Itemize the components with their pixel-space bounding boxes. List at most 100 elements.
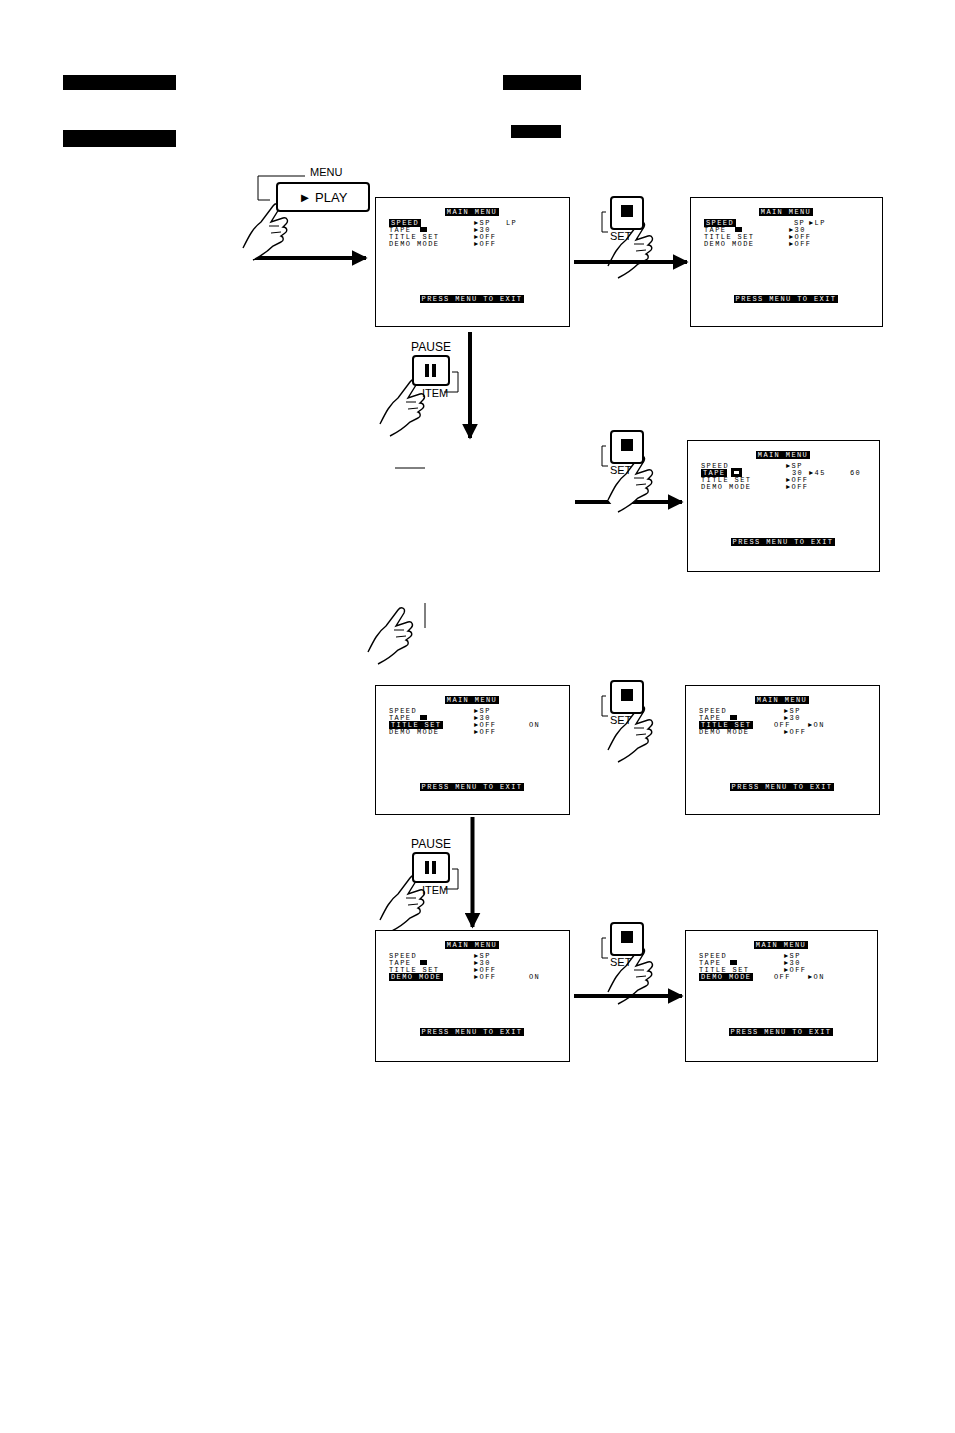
menu-text: 60 xyxy=(850,469,861,477)
menu-text: ►OFF xyxy=(789,240,811,248)
tape-icon xyxy=(733,470,740,475)
menu-text: TITLE SET xyxy=(699,721,753,729)
menu-text: DEMO MODE xyxy=(699,728,749,736)
menu-text: 30 xyxy=(792,469,803,477)
button-label: SET xyxy=(610,464,631,476)
menu-text: ►OFF xyxy=(786,483,808,491)
menu-text: ►30 xyxy=(789,226,806,234)
flow-arrow xyxy=(471,817,475,927)
menu-text: TAPE xyxy=(701,469,727,477)
pause-button: PAUSEITEM xyxy=(412,852,450,883)
menu-text: ►30 xyxy=(784,959,801,967)
set-button: SET xyxy=(610,680,644,714)
menu-text: PRESS MENU TO EXIT xyxy=(734,295,839,303)
menu-text: PRESS MENU TO EXIT xyxy=(731,538,836,546)
menu-text: ►ON xyxy=(808,721,825,729)
menu-text: ►SP xyxy=(474,952,491,960)
tv-screen: MAIN MENUSPEED►SPTAPE►30TITLE SET►OFFDEM… xyxy=(685,930,878,1062)
pause-symbol xyxy=(432,861,436,874)
menu-text: MAIN MENU xyxy=(754,941,808,949)
menu-text: SPEED xyxy=(389,707,417,715)
menu-text: PRESS MENU TO EXIT xyxy=(730,783,835,791)
button-label: SET xyxy=(610,714,631,726)
menu-text: ►OFF xyxy=(474,728,496,736)
pause-symbol xyxy=(425,861,429,874)
flow-arrow xyxy=(255,258,682,502)
flow-arrow xyxy=(574,260,687,264)
button-label: MENU xyxy=(310,166,342,178)
redacted-heading xyxy=(63,75,581,147)
menu-text: MAIN MENU xyxy=(756,451,810,459)
menu-text: TAPE xyxy=(389,959,411,967)
stop-symbol xyxy=(621,205,633,217)
tape-icon xyxy=(420,715,427,720)
menu-text: TITLE SET xyxy=(704,233,754,241)
menu-text: LP xyxy=(506,219,517,227)
tape-icon xyxy=(735,227,742,232)
menu-text: SPEED xyxy=(704,219,736,227)
stop-symbol xyxy=(621,439,633,451)
tv-screen: MAIN MENUSPEED►SPTAPE►30TITLE SET►OFFOND… xyxy=(375,685,570,815)
menu-text: ►OFF xyxy=(786,476,808,484)
stop-symbol xyxy=(621,931,633,943)
menu-text: DEMO MODE xyxy=(389,728,439,736)
button-label: SET xyxy=(610,956,631,968)
tv-screen: MAIN MENUSPEED►SPLPTAPE►30TITLE SET►OFFD… xyxy=(375,197,570,327)
menu-text: SPEED xyxy=(389,219,421,227)
menu-text: OFF xyxy=(774,973,791,981)
button-label: ITEM xyxy=(422,387,448,399)
menu-text: TAPE xyxy=(704,226,726,234)
menu-text: SPEED xyxy=(699,952,727,960)
pause-button: PAUSEITEM xyxy=(412,355,450,386)
menu-text: ►ON xyxy=(808,973,825,981)
menu-text: ►30 xyxy=(784,714,801,722)
menu-text: OFF xyxy=(774,721,791,729)
menu-text: ►OFF xyxy=(474,966,496,974)
menu-text: ►SP xyxy=(786,462,803,470)
menu-text: MAIN MENU xyxy=(445,696,499,704)
pause-symbol xyxy=(432,364,436,377)
menu-text: DEMO MODE xyxy=(704,240,754,248)
button-bracket xyxy=(258,176,608,958)
stop-symbol xyxy=(621,689,633,701)
tv-screen: MAIN MENUSPEED►SPTAPE30►4560TITLE SET►OF… xyxy=(687,440,880,572)
menu-text: ►30 xyxy=(474,714,491,722)
menu-text: ►OFF xyxy=(784,966,806,974)
menu-text: PRESS MENU TO EXIT xyxy=(420,1028,525,1036)
set-button: SET xyxy=(610,430,644,464)
tv-screen: MAIN MENUSPEEDSP►LPTAPE►30TITLE SET►OFFD… xyxy=(690,197,883,327)
button-label: ► PLAY xyxy=(299,190,348,205)
button-label: ITEM xyxy=(422,884,448,896)
menu-text: TITLE SET xyxy=(389,721,443,729)
set-button: SET xyxy=(610,196,644,230)
menu-text: DEMO MODE xyxy=(699,973,753,981)
menu-text: DEMO MODE xyxy=(701,483,751,491)
menu-text: ON xyxy=(529,721,540,729)
tv-screen: MAIN MENUSPEED►SPTAPE►30TITLE SET►OFFDEM… xyxy=(375,930,570,1062)
menu-text: ►OFF xyxy=(789,233,811,241)
menu-text: ►SP xyxy=(784,707,801,715)
menu-text: ►30 xyxy=(474,226,491,234)
menu-text: TITLE SET xyxy=(701,476,751,484)
menu-text: MAIN MENU xyxy=(445,941,499,949)
menu-text: ►SP xyxy=(474,707,491,715)
set-button: SET xyxy=(610,922,644,956)
tv-screen: MAIN MENUSPEED►SPTAPE►30TITLE SETOFF►OND… xyxy=(685,685,880,815)
menu-text: ►45 xyxy=(809,469,826,477)
menu-text: PRESS MENU TO EXIT xyxy=(729,1028,834,1036)
menu-text: SPEED xyxy=(389,952,417,960)
menu-text: MAIN MENU xyxy=(445,208,499,216)
menu-text: ON xyxy=(529,973,540,981)
menu-text: ►OFF xyxy=(474,240,496,248)
play-button: MENU► PLAY xyxy=(276,182,370,212)
flow-arrow xyxy=(574,994,682,998)
tape-icon xyxy=(730,715,737,720)
menu-text: TAPE xyxy=(699,959,721,967)
menu-text: SP xyxy=(794,219,805,227)
menu-text: TITLE SET xyxy=(389,233,439,241)
button-label: PAUSE xyxy=(411,837,451,851)
tape-icon xyxy=(420,227,427,232)
menu-text: MAIN MENU xyxy=(759,208,813,216)
menu-text: ►SP xyxy=(474,219,491,227)
menu-text: MAIN MENU xyxy=(755,696,809,704)
